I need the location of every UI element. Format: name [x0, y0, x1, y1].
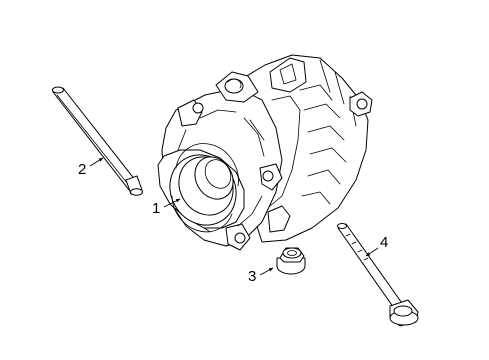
pulley — [157, 143, 245, 233]
long-stud — [52, 86, 143, 196]
flange-bolt — [337, 223, 419, 327]
callout-3-label: 3 — [248, 268, 256, 285]
callout-2-label: 2 — [78, 161, 86, 178]
callout-1-label: 1 — [152, 200, 160, 217]
callout-2: 2 — [78, 157, 104, 178]
callout-4: 4 — [365, 234, 388, 257]
callout-3: 3 — [248, 267, 274, 285]
callout-4-label: 4 — [380, 234, 388, 251]
callout-1: 1 — [152, 198, 181, 217]
flange-nut — [276, 247, 306, 275]
